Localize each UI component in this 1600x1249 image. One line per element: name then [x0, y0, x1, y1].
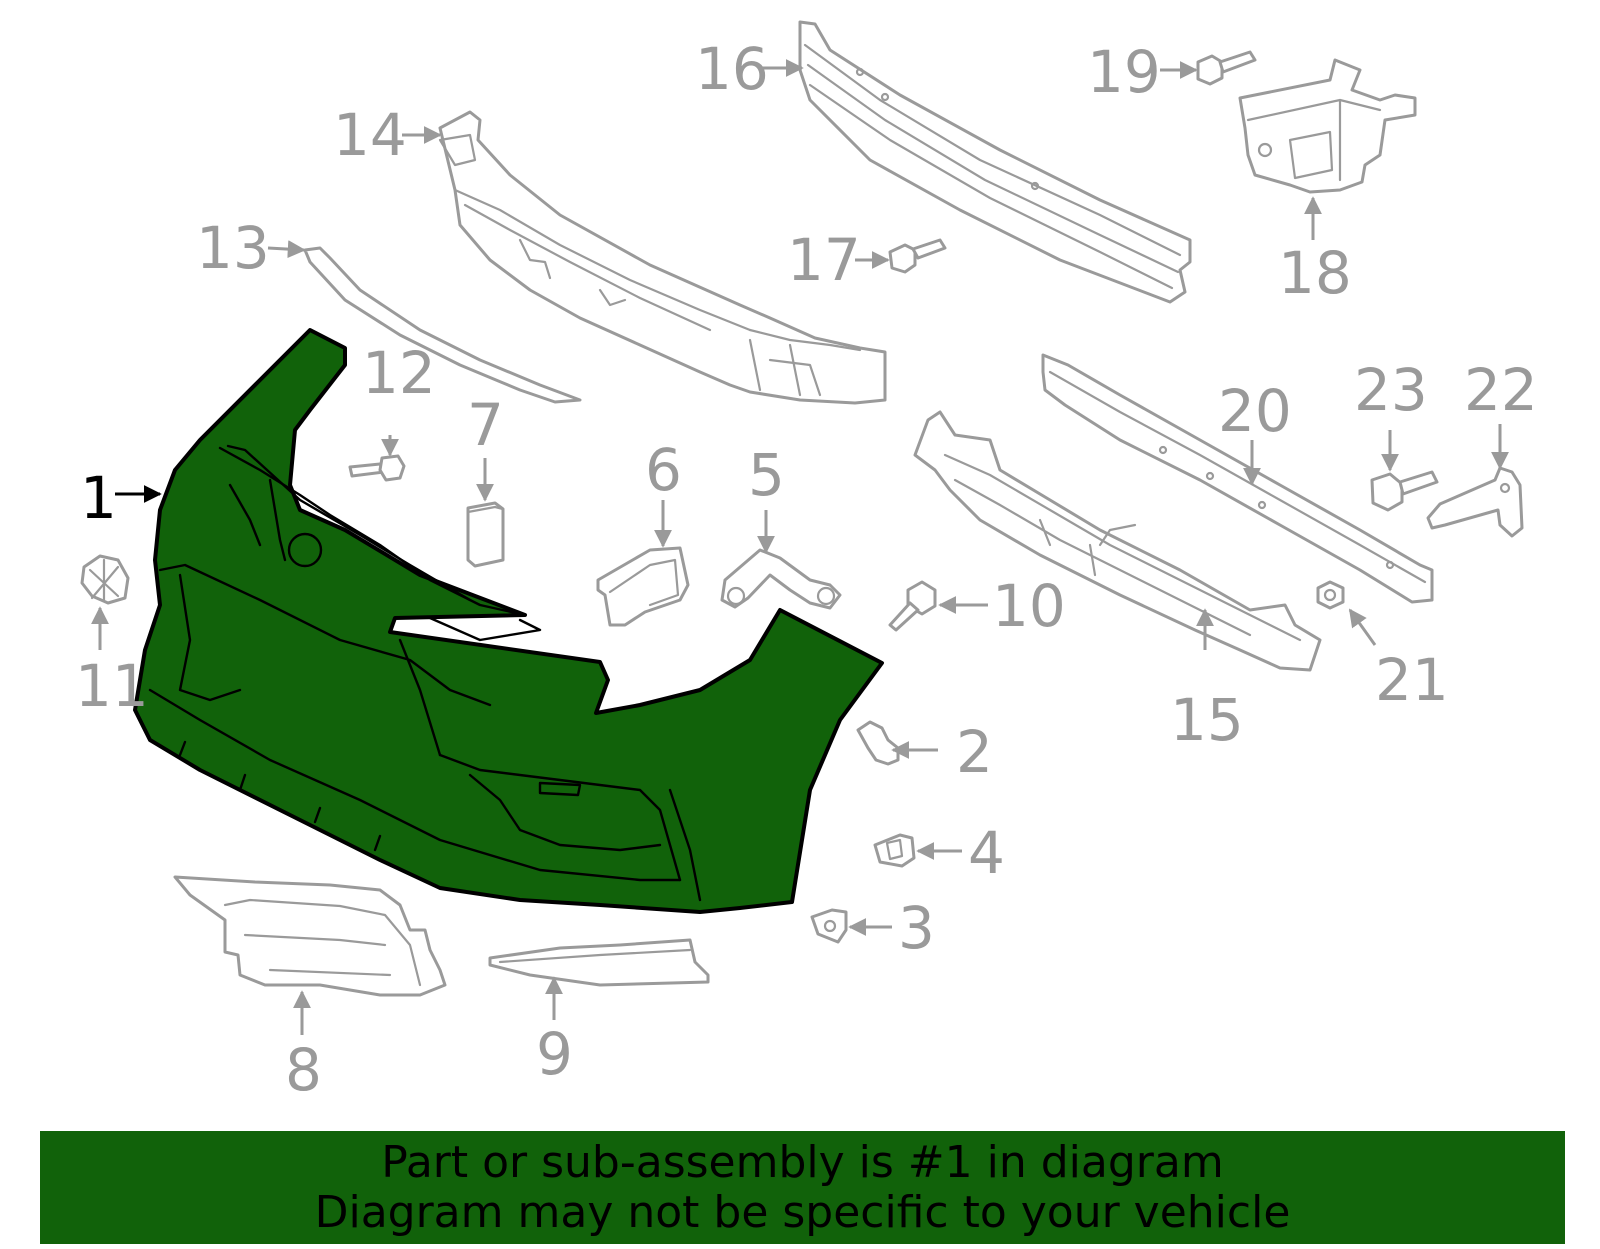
- callout-12[interactable]: 12: [362, 339, 436, 407]
- part-23-bolt[interactable]: [1370, 470, 1439, 512]
- callout-23[interactable]: 23: [1354, 356, 1428, 424]
- callout-3[interactable]: 3: [898, 894, 935, 962]
- callout-21[interactable]: 21: [1375, 646, 1449, 714]
- part-10-bolt[interactable]: [888, 580, 937, 632]
- part-9-lower-molding[interactable]: [488, 938, 710, 987]
- part-1-bumper-cover[interactable]: [133, 328, 884, 914]
- callout-10[interactable]: 10: [992, 572, 1066, 640]
- part-11-emblem[interactable]: [80, 554, 130, 605]
- callout-17[interactable]: 17: [787, 226, 861, 294]
- footer-line-2: Diagram may not be specific to your vehi…: [314, 1186, 1291, 1238]
- part-20-reinforcement[interactable]: [1041, 353, 1434, 604]
- part-2-clip[interactable]: [856, 720, 900, 766]
- callout-7[interactable]: 7: [467, 391, 504, 459]
- part-6-bracket[interactable]: [596, 546, 690, 627]
- part-19-bolt[interactable]: [1196, 50, 1257, 86]
- footer-line-1: Part or sub-assembly is #1 in diagram: [381, 1136, 1224, 1188]
- part-3-retainer[interactable]: [810, 908, 848, 944]
- callout-19[interactable]: 19: [1087, 38, 1161, 106]
- part-12-bolt[interactable]: [348, 454, 406, 482]
- callout-15[interactable]: 15: [1170, 686, 1244, 754]
- part-7-block[interactable]: [466, 501, 505, 568]
- footer-banner: Part or sub-assembly is #1 in diagram Di…: [40, 1131, 1565, 1244]
- part-8-grille-insert[interactable]: [173, 875, 447, 997]
- part-22-bracket[interactable]: [1426, 466, 1524, 538]
- part-17-bolt[interactable]: [888, 238, 947, 274]
- callout-22[interactable]: 22: [1464, 356, 1538, 424]
- callout-5[interactable]: 5: [748, 441, 785, 509]
- callout-20[interactable]: 20: [1218, 377, 1292, 445]
- callout-numbers: 1 2 3 4 5 6 7 8 9 10 11 12 13 14 15 16 1…: [75, 35, 1538, 1104]
- part-16-upper-reinforcement[interactable]: [798, 20, 1192, 304]
- callout-6[interactable]: 6: [645, 436, 682, 504]
- callout-9[interactable]: 9: [536, 1020, 573, 1088]
- callout-leaders: [91, 59, 1509, 1035]
- part-13-molding[interactable]: [303, 246, 582, 404]
- part-4-clip[interactable]: [873, 833, 916, 868]
- part-18-bracket[interactable]: [1238, 58, 1417, 194]
- callout-18[interactable]: 18: [1278, 239, 1352, 307]
- callout-4[interactable]: 4: [968, 819, 1005, 887]
- callout-13[interactable]: 13: [196, 214, 270, 282]
- callout-1[interactable]: 1: [80, 464, 117, 532]
- part-21-nut[interactable]: [1316, 580, 1345, 610]
- callout-16[interactable]: 16: [695, 35, 769, 103]
- callout-14[interactable]: 14: [333, 101, 407, 169]
- callout-8[interactable]: 8: [285, 1036, 322, 1104]
- part-5-link[interactable]: [720, 548, 842, 610]
- part-14-energy-absorber[interactable]: [438, 110, 887, 405]
- callout-11[interactable]: 11: [75, 652, 149, 720]
- callout-2[interactable]: 2: [956, 718, 993, 786]
- part-15-lower-absorber[interactable]: [913, 410, 1322, 672]
